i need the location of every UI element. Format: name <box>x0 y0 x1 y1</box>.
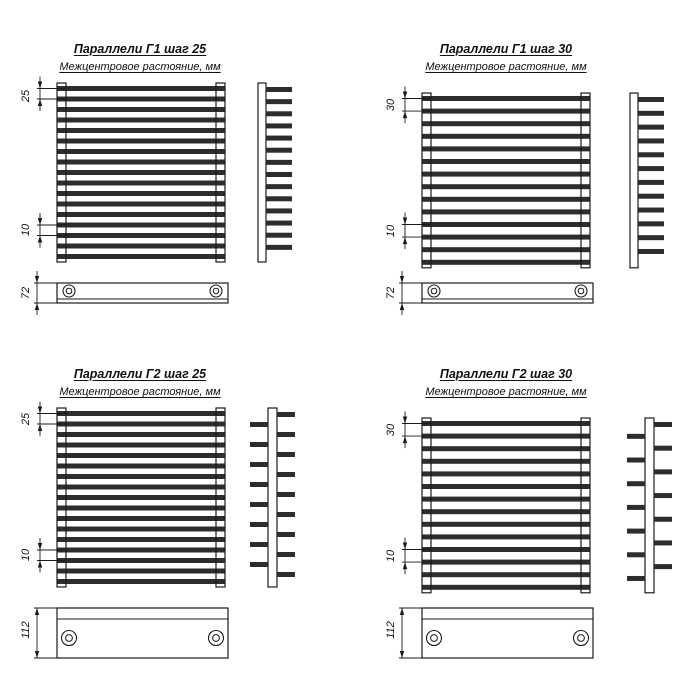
drawing-quadrant-1 <box>399 86 664 315</box>
center-distance-label-3: Межцентровое растояние, мм <box>425 386 587 398</box>
collector-view <box>421 282 594 304</box>
dimension <box>402 537 431 575</box>
front-view <box>56 82 226 263</box>
collector-view <box>56 607 229 659</box>
dimension <box>399 607 422 659</box>
dim-label-step-2: 25 <box>20 412 32 426</box>
dimension <box>37 76 66 111</box>
center-distance-label-1: Межцентровое растояние, мм <box>425 61 587 73</box>
drawing-title-g2-step30: Параллели Г2 шаг 30 <box>439 367 573 381</box>
dimension <box>37 213 66 248</box>
center-distance-label-2: Межцентровое растояние, мм <box>59 386 221 398</box>
front-view <box>56 407 226 588</box>
side-view <box>250 407 295 588</box>
drawing-quadrant-2 <box>34 401 295 659</box>
dimension <box>402 411 431 449</box>
dimension <box>34 607 57 659</box>
dim-label-step-1: 30 <box>385 98 397 112</box>
drawing-title-g1-step30: Параллели Г1 шаг 30 <box>439 42 573 56</box>
dim-label-collector-0: 72 <box>20 286 32 300</box>
dimension <box>37 401 66 436</box>
drawing-quadrant-0 <box>34 76 292 315</box>
dimension <box>402 212 431 250</box>
drawing-title-g2-step25: Параллели Г2 шаг 25 <box>73 367 207 381</box>
dim-label-gap-3: 10 <box>385 549 397 563</box>
dimension <box>34 271 57 315</box>
side-view <box>627 417 672 594</box>
dim-label-collector-3: 112 <box>385 621 397 639</box>
dim-label-gap-0: 10 <box>20 223 32 237</box>
collector-view <box>421 607 594 659</box>
center-distance-label-0: Межцентровое растояние, мм <box>59 61 221 73</box>
dim-label-gap-2: 10 <box>20 548 32 562</box>
front-view <box>421 92 591 269</box>
dim-label-step-3: 30 <box>385 423 397 437</box>
dimension <box>37 538 66 573</box>
dimension <box>399 271 422 315</box>
front-view <box>421 417 591 594</box>
dim-label-collector-1: 72 <box>385 286 397 300</box>
dim-label-collector-2: 112 <box>20 621 32 639</box>
dim-label-step-0: 25 <box>20 89 32 103</box>
drawing-quadrant-3 <box>399 411 672 659</box>
dimension <box>402 86 431 124</box>
side-view <box>629 92 664 269</box>
dim-label-gap-1: 10 <box>385 224 397 238</box>
drawing-title-g1-step25: Параллели Г1 шаг 25 <box>73 42 207 56</box>
collector-view <box>56 282 229 304</box>
side-view <box>257 82 292 263</box>
